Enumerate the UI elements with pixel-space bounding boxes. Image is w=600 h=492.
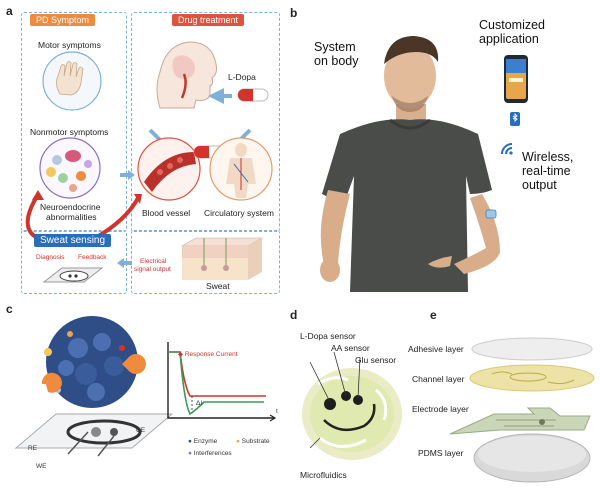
glu-sensor-label: Glu sensor: [355, 355, 397, 365]
channel-layer-label: Channel layer: [412, 374, 465, 384]
customized-application-label-1: Customized: [479, 18, 545, 32]
panel-b-letter: b: [290, 6, 298, 20]
flow-arrow-2: [117, 258, 132, 268]
response-current-text: Response Current: [184, 351, 238, 358]
customized-application-label-2: application: [479, 32, 539, 46]
nonmotor-symptoms-label: Nonmotor symptoms: [30, 127, 109, 137]
wireless-label-2: real-time: [522, 164, 571, 178]
panel-a-letter: a: [6, 4, 13, 18]
panel-d-letter: d: [290, 308, 298, 322]
pd-symptom-box: [21, 12, 127, 232]
response-current-plot: [167, 342, 277, 422]
pill-icon: [237, 88, 269, 102]
ce-label: CE: [136, 427, 146, 434]
bluetooth-icon: [510, 112, 520, 126]
feedback-label: Feedback: [78, 254, 107, 261]
wireless-label-3: output: [522, 178, 557, 192]
ldopa-sensor-label: L-Dopa sensor: [300, 331, 356, 341]
diagnosis-label: Diagnosis: [36, 254, 65, 261]
motor-symptoms-label: Motor symptoms: [38, 40, 101, 50]
pdms-layer: [473, 433, 591, 483]
legend-substrate-text: Substrate: [241, 438, 270, 445]
electrode-layer: [449, 407, 591, 435]
adhesive-layer-label: Adhesive layer: [408, 344, 464, 354]
pdms-layer-label: PDMS layer: [418, 448, 464, 458]
aa-sensor-label: AA sensor: [331, 343, 370, 353]
electrical-label-2: signal output: [134, 266, 171, 273]
re-label: RE: [28, 445, 38, 452]
flow-arrow-1: [120, 170, 135, 180]
microfluidics-label: Microfluidics: [300, 470, 347, 480]
legend-interferences: ● Interferences: [188, 450, 232, 457]
panel-e-letter: e: [430, 308, 437, 322]
person-illustration: [320, 36, 500, 292]
nanozyme-sphere: [41, 316, 146, 408]
response-current-label: ◆ Response Current: [178, 351, 238, 358]
wireless-label-1: Wireless,: [522, 150, 574, 164]
adhesive-layer: [471, 337, 593, 361]
electrode-platform: [14, 413, 174, 457]
drug-treatment-box: [131, 12, 280, 232]
neuroendocrine-label-2: abnormalities: [46, 212, 97, 222]
ldopa-label: L-Dopa: [228, 72, 256, 82]
legend-substrate: ● Substrate: [236, 438, 270, 445]
drug-treatment-tag: Drug treatment: [172, 14, 245, 26]
blood-vessel-illustration: [137, 137, 201, 201]
sensor-patch-icon: [42, 267, 104, 283]
microfluidic-patch: [302, 351, 402, 460]
electrode-layer-label: Electrode layer: [412, 404, 469, 414]
we-label: WE: [36, 463, 47, 470]
circulatory-system-label: Circulatory system: [204, 208, 274, 218]
pd-symptom-tag: PD Symptom: [30, 14, 96, 26]
phone-icon: [504, 55, 528, 103]
system-on-body-label-2: on body: [314, 54, 359, 68]
panel-c-letter: c: [6, 302, 13, 316]
legend-enzyme: ● Enzyme: [188, 438, 218, 445]
sweat-sensing-tag: Sweat sensing: [34, 234, 112, 247]
system-on-body-label-1: System: [314, 40, 356, 54]
nonmotor-illustration: [39, 137, 101, 199]
electrical-label-1: Electrical: [140, 258, 167, 265]
blood-vessel-label: Blood vessel: [142, 208, 191, 218]
delta-i-label: ΔI: [196, 400, 203, 407]
t-axis-label: t: [276, 408, 278, 415]
legend-interferences-text: Interferences: [193, 450, 232, 457]
legend-enzyme-text: Enzyme: [193, 438, 218, 445]
skin-illustration: [180, 237, 264, 280]
channel-layer: [469, 364, 595, 392]
neuroendocrine-label-1: Neuroendocrine: [40, 202, 101, 212]
head-illustration: [156, 41, 217, 109]
sweat-label: Sweat: [206, 281, 230, 291]
wifi-icon: [501, 143, 513, 155]
hand-illustration: [42, 51, 102, 111]
circulatory-illustration: [209, 137, 273, 201]
